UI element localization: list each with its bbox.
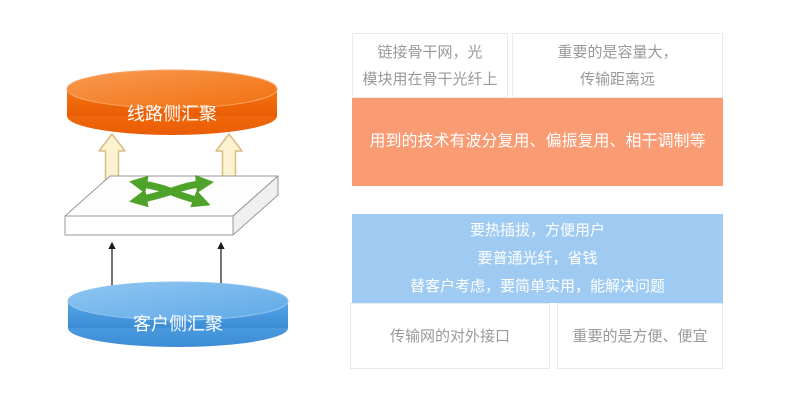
note-line: 重要的是容量大， xyxy=(557,43,678,61)
switch-platform xyxy=(64,175,279,236)
note-line: 重要的是方便、便宜 xyxy=(572,327,708,345)
line-side-cylinder: 线路侧汇聚 xyxy=(66,69,278,135)
note-line: 模块用在骨干光纤上 xyxy=(362,70,498,88)
note-line: 传输网的对外接口 xyxy=(389,327,510,345)
note-capacity-distance: 重要的是容量大， 传输距离远 xyxy=(512,33,723,98)
cross-connect-arrows xyxy=(129,174,215,208)
highlight-client-side-requirements: 要热插拔，方便用户 要普通光纤，省钱 替客户考虑，要简单实用，能解决问题 xyxy=(352,214,723,303)
note-line: 链接骨干网，光 xyxy=(377,43,483,61)
line-side-label: 线路侧汇聚 xyxy=(127,104,217,124)
note-external-interface: 传输网的对外接口 xyxy=(350,303,550,369)
platform-front-face xyxy=(64,215,234,236)
line-side-cylinder-top xyxy=(66,69,278,109)
optical-network-topology-diagram: 线路侧汇聚 客户侧汇聚 xyxy=(64,69,289,347)
highlight-line: 要普通光纤，省钱 xyxy=(477,249,598,267)
client-side-cylinder: 客户侧汇聚 xyxy=(67,281,289,347)
note-convenient-cheap: 重要的是方便、便宜 xyxy=(557,303,723,369)
highlight-line-side-technologies: 用到的技术有波分复用、偏振复用、相干调制等 xyxy=(352,98,723,186)
cross-arrow-lowerleft-upperright xyxy=(129,174,215,208)
highlight-text: 用到的技术有波分复用、偏振复用、相干调制等 xyxy=(369,133,706,150)
note-backbone-usage: 链接骨干网，光 模块用在骨干光纤上 xyxy=(352,33,508,98)
client-side-cylinder-top xyxy=(67,281,289,321)
note-line: 传输距离远 xyxy=(579,70,655,88)
highlight-line: 替客户考虑，要简单实用，能解决问题 xyxy=(409,277,665,295)
client-side-label: 客户侧汇聚 xyxy=(133,314,223,334)
highlight-line: 要热插拔，方便用户 xyxy=(469,221,605,239)
